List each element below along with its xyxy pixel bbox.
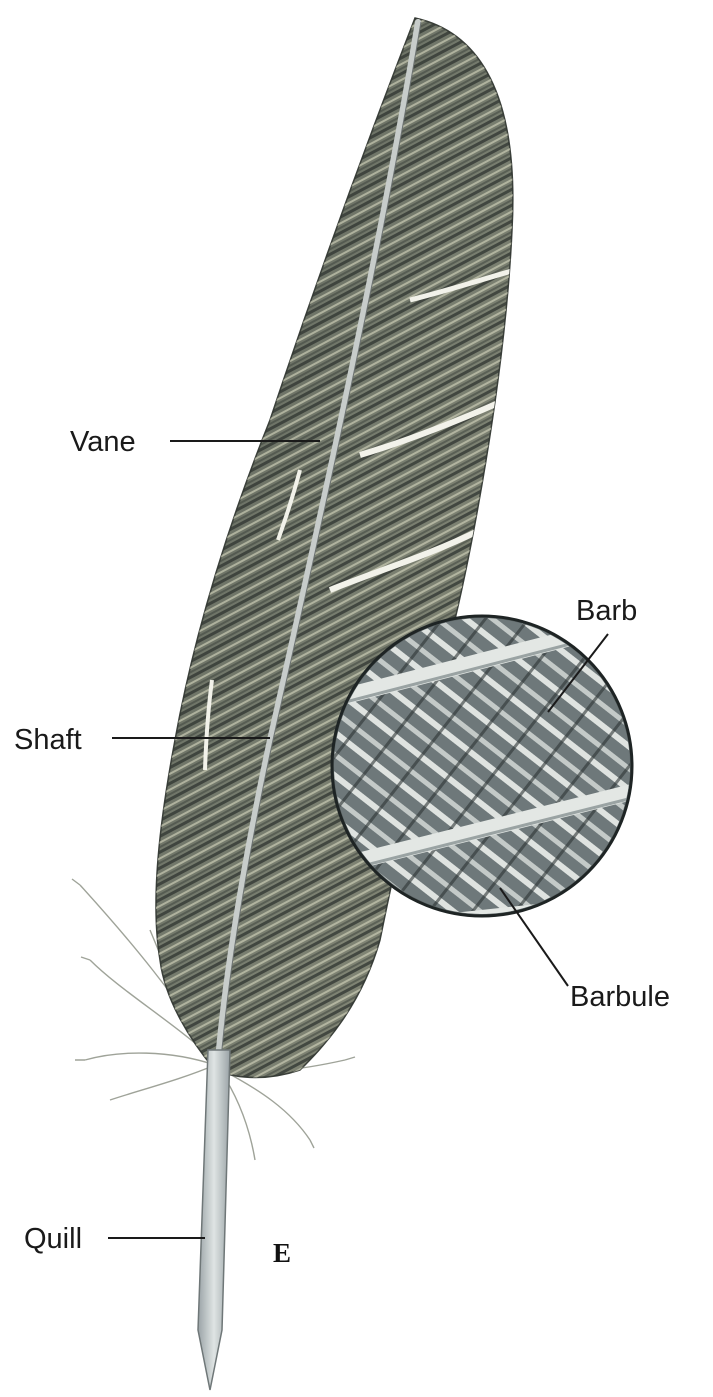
label-quill: Quill <box>24 1223 82 1255</box>
label-vane: Vane <box>70 426 136 458</box>
label-shaft: Shaft <box>14 724 82 756</box>
panel-letter: E <box>273 1238 291 1268</box>
label-quill-group: Quill <box>24 1223 205 1255</box>
label-barbule: Barbule <box>570 981 670 1013</box>
label-barb: Barb <box>576 595 637 627</box>
quill <box>198 1050 230 1390</box>
